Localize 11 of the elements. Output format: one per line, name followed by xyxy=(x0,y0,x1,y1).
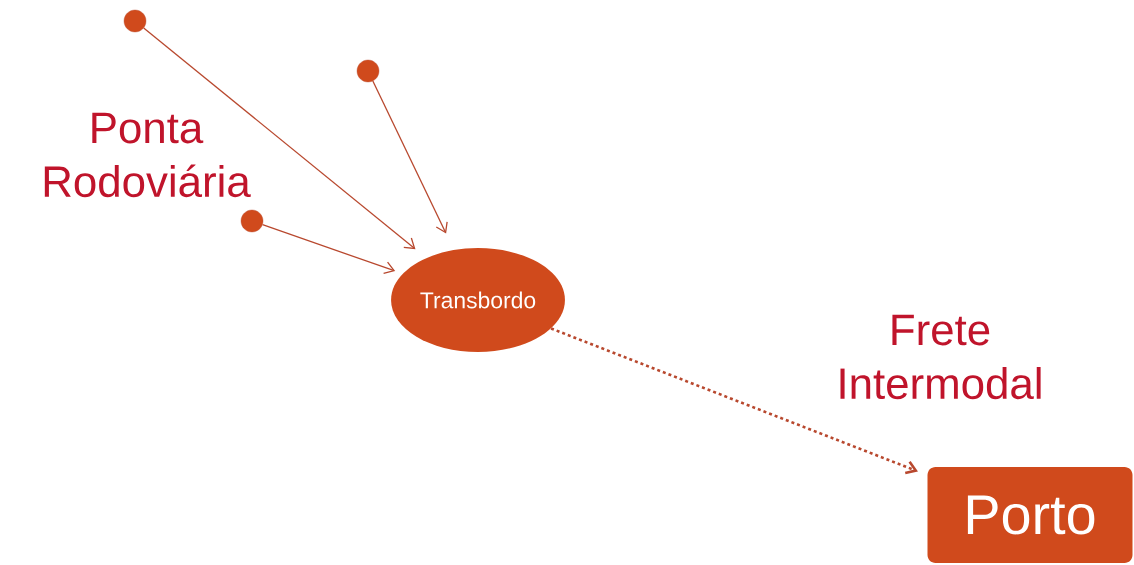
dot xyxy=(123,9,147,33)
arrow xyxy=(261,224,396,274)
dot xyxy=(240,209,264,233)
dot xyxy=(356,59,380,83)
text-label: Frete Intermodal xyxy=(840,314,1041,400)
ellipse-node: Transbordo xyxy=(391,248,565,352)
arrow xyxy=(143,27,416,250)
arrow xyxy=(550,327,918,475)
arrow xyxy=(372,80,448,234)
text-label: Ponta Rodoviária xyxy=(44,112,251,198)
rounded-box: Porto xyxy=(927,467,1133,563)
